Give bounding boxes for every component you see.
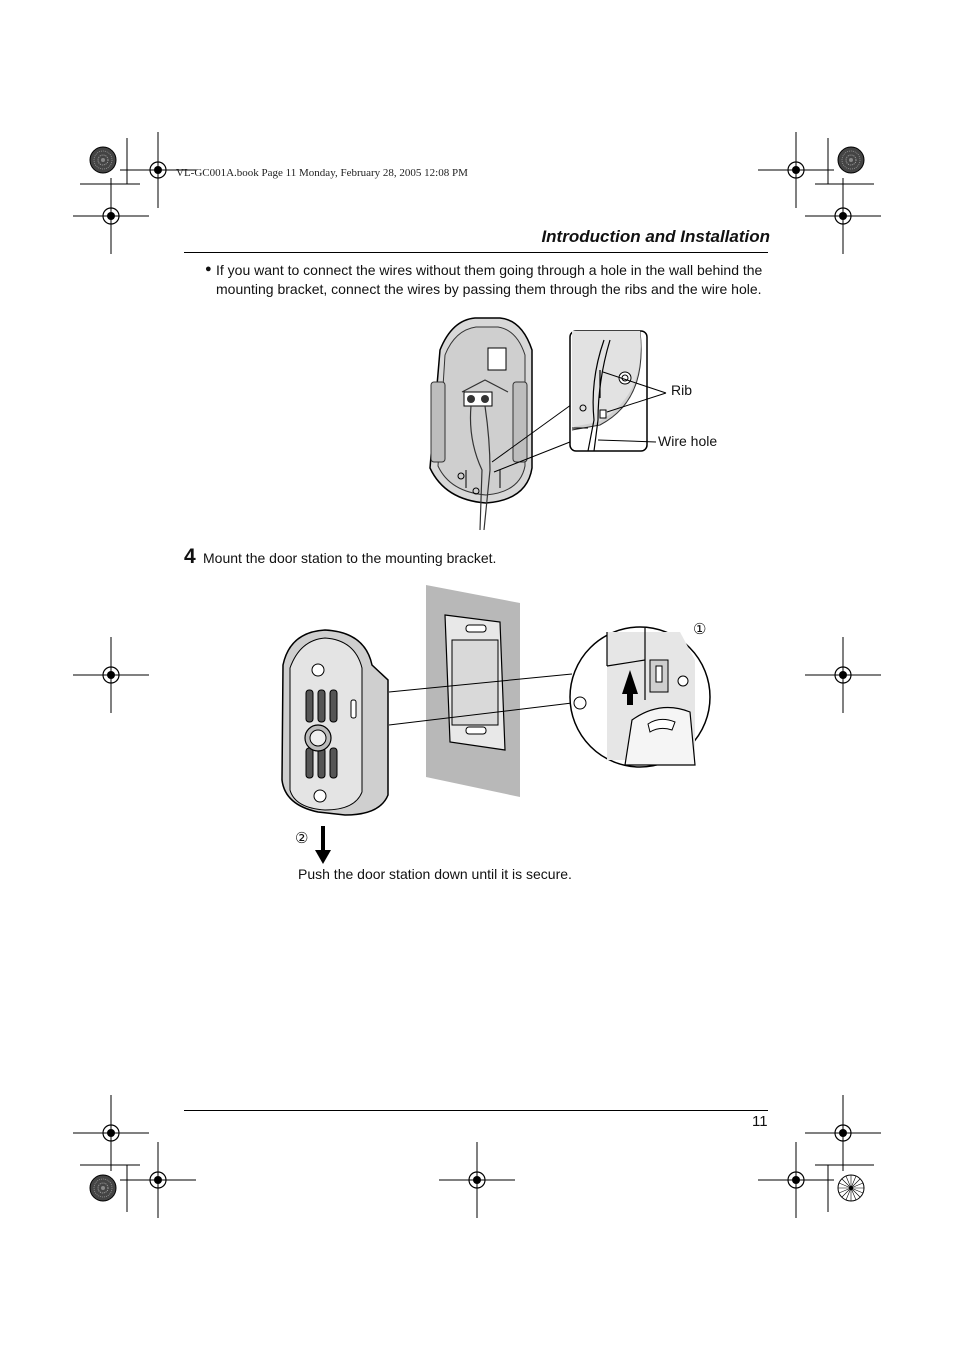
registration-mark [72,1094,197,1219]
marker-1: ① [693,621,707,638]
print-info: VL-GC001A.book Page 11 Monday, February … [176,167,468,179]
footer-rule [184,1110,768,1111]
step-text: Mount the door station to the mounting b… [203,550,497,566]
section-title: Introduction and Installation [541,227,770,246]
page-number: 11 [752,1113,768,1130]
push-down-arrow [315,826,331,864]
rib-detail-zoom [569,330,667,452]
hook-detail-zoom [569,626,711,768]
header-rule [184,252,768,253]
bullet-paragraph: If you want to connect the wires without… [216,262,763,297]
push-instruction: Push the door station down until it is s… [298,866,572,882]
registration-mark [72,131,197,255]
registration-mark [438,1141,516,1219]
bullet-icon: ● [205,263,212,275]
wire-hole-label: Wire hole [658,433,718,449]
door-station-illustration [281,629,573,816]
registration-mark [757,1094,882,1219]
registration-mark [804,636,882,714]
marker-2: ② [295,830,309,847]
rib-label: Rib [671,382,693,398]
registration-mark [757,131,882,255]
registration-mark [72,636,150,714]
step-number: 4 [184,545,196,568]
mounting-bracket-illustration [429,317,576,531]
wall-panel [426,585,520,797]
